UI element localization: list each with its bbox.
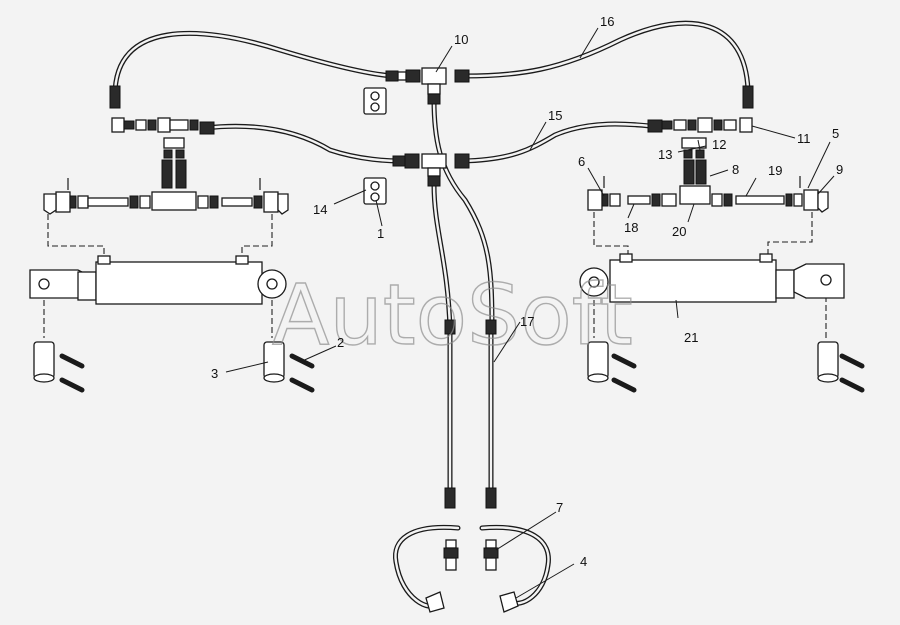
callout-12: 12	[712, 137, 726, 152]
leader-lines	[225, 27, 835, 599]
callout-10: 10	[454, 32, 468, 47]
hose-15	[202, 121, 653, 164]
pin-right-inner	[587, 341, 637, 393]
right-valve-assembly	[587, 117, 829, 213]
callout-15: 15	[548, 108, 562, 123]
callout-21: 21	[684, 330, 698, 345]
left-hydraulic-cylinder	[29, 255, 287, 305]
callout-18: 18	[624, 220, 638, 235]
hose-fittings	[109, 69, 754, 509]
callout-14: 14	[313, 202, 327, 217]
callouts: 1 2 3 4 5 6 7 8 9 10 11 12 13 14 15 16 1…	[211, 14, 843, 569]
hose-17	[431, 97, 495, 493]
callout-4: 4	[580, 554, 587, 569]
hose-16	[112, 20, 751, 98]
hose-loop-right	[479, 524, 551, 606]
callout-1: 1	[377, 226, 384, 241]
pins-and-cotters	[33, 341, 865, 393]
callout-19: 19	[768, 163, 782, 178]
bracket-14	[363, 177, 387, 205]
left-valve-assembly	[43, 117, 289, 215]
pin-right-outer	[817, 341, 865, 393]
callout-11: 11	[797, 131, 811, 146]
right-hydraulic-cylinder	[579, 253, 845, 303]
pin-left-outer	[33, 341, 85, 393]
quick-couplings-7	[443, 539, 499, 571]
dashed-connections	[43, 212, 827, 338]
dust-caps-4	[425, 591, 519, 613]
callout-16: 16	[600, 14, 614, 29]
callout-17: 17	[520, 314, 534, 329]
callout-8: 8	[732, 162, 739, 177]
callout-7: 7	[556, 500, 563, 515]
callout-2: 2	[337, 335, 344, 350]
hose-loop-left	[392, 524, 461, 609]
callout-3: 3	[211, 366, 218, 381]
callout-13: 13	[658, 147, 672, 162]
callout-9: 9	[836, 162, 843, 177]
callout-6: 6	[578, 154, 585, 169]
bracket-upper	[363, 87, 387, 115]
watermark: AutoSoft	[272, 266, 633, 364]
callout-5: 5	[832, 126, 839, 141]
tee-10-upper	[421, 67, 447, 105]
tee-10-lower	[421, 153, 447, 187]
callout-20: 20	[672, 224, 686, 239]
